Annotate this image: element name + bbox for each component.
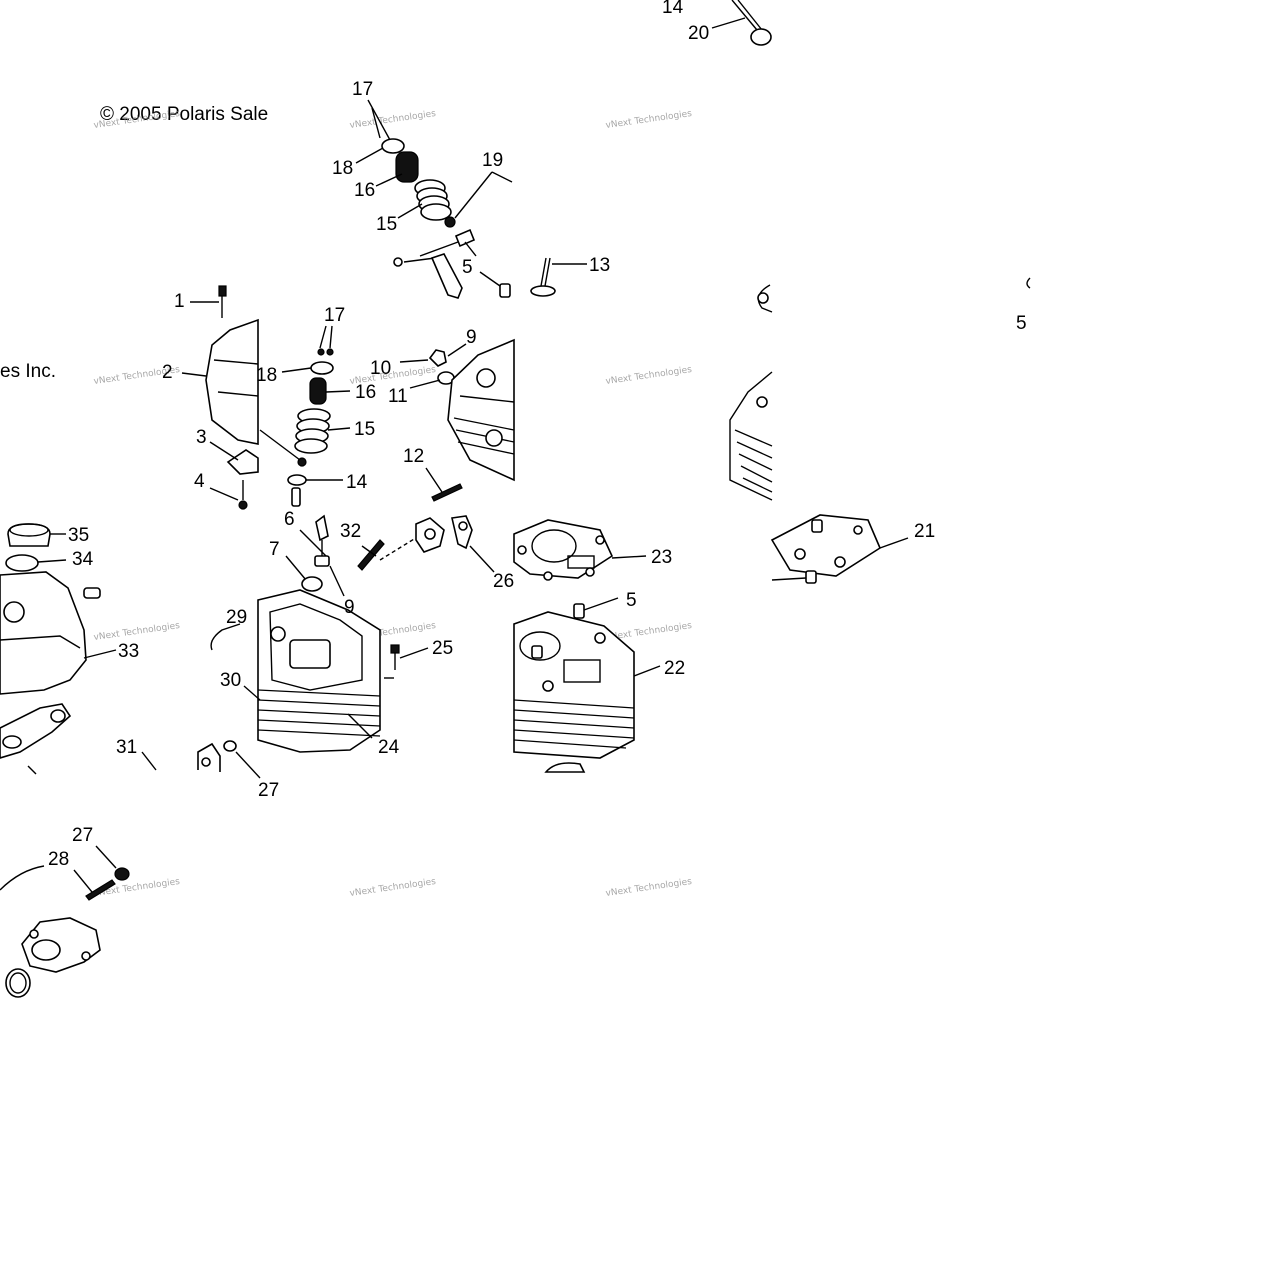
callout-label: 22 xyxy=(664,658,685,679)
callout-label: 17 xyxy=(324,305,345,326)
right-fragment-cylinder xyxy=(729,371,773,501)
callout-label: 35 xyxy=(68,525,89,546)
callout-label: 29 xyxy=(226,607,247,628)
head-gasket xyxy=(513,519,647,619)
callout-label: 3 xyxy=(196,427,207,448)
callout-label: 34 xyxy=(72,549,94,570)
callout-label: 9 xyxy=(344,597,355,618)
side-cover xyxy=(0,523,117,775)
callout-label: 32 xyxy=(340,521,361,542)
callout-label: 14 xyxy=(346,472,368,493)
callout-label: 27 xyxy=(258,780,279,801)
callout-label: 23 xyxy=(651,547,672,568)
callout-label: 15 xyxy=(376,214,397,235)
callout-label: 16 xyxy=(355,382,376,403)
intake-bracket xyxy=(141,740,261,779)
callout-label: 21 xyxy=(914,521,935,542)
watermark: vNext Technologies xyxy=(605,877,693,899)
callout-label: 6 xyxy=(284,509,295,530)
callout-label: 5 xyxy=(626,590,637,611)
callout-label: 4 xyxy=(194,471,205,492)
callout-label: 28 xyxy=(48,849,69,870)
bolt xyxy=(384,644,429,679)
callout-label: 5 xyxy=(462,257,473,278)
watermark: vNext Technologies xyxy=(349,877,437,899)
callout-label: 11 xyxy=(388,386,408,407)
right-fragment-top xyxy=(757,277,1031,313)
cylinder-head-main xyxy=(210,589,381,753)
head-cover xyxy=(181,285,259,510)
callout-label: 14 xyxy=(662,0,684,18)
callout-label: 18 xyxy=(256,365,277,386)
upper-valve-assembly xyxy=(355,99,587,299)
callout-label: 15 xyxy=(354,419,375,440)
callout-label: 12 xyxy=(403,446,424,467)
lower-middle-parts xyxy=(285,514,495,597)
callout-label: 25 xyxy=(432,638,453,659)
callout-label: 1 xyxy=(174,291,185,312)
callout-label: 19 xyxy=(482,150,503,171)
middle-valve-assembly xyxy=(259,325,351,507)
watermark: vNext Technologies xyxy=(93,621,181,643)
callout-label: 2 xyxy=(162,362,173,383)
callout-label: 26 xyxy=(493,571,514,592)
cylinder-head-upper xyxy=(399,338,515,482)
cylinder-block xyxy=(513,611,661,773)
callout-label: 9 xyxy=(466,327,477,348)
callout-label: 27 xyxy=(72,825,93,846)
copyright-line2: es Inc. xyxy=(0,361,56,382)
callout-label: 18 xyxy=(332,158,353,179)
callout-label: 7 xyxy=(269,539,280,560)
watermark: vNext Technologies xyxy=(605,109,693,131)
callout-label: 31 xyxy=(116,737,137,758)
callout-label: 13 xyxy=(589,255,610,276)
callout-label: 33 xyxy=(118,641,139,662)
stud xyxy=(425,467,463,502)
callout-label: 30 xyxy=(220,670,241,691)
callout-label: 20 xyxy=(688,23,709,44)
callout-label: 16 xyxy=(354,180,375,201)
callout-labels: 14 20 17 18 16 15 19 13 5 1 2 3 4 17 18 … xyxy=(48,0,1027,870)
valve-top-fragment xyxy=(711,0,772,46)
watermark: vNext Technologies xyxy=(605,365,693,387)
callout-label: 10 xyxy=(370,358,391,379)
copyright-line1: © 2005 Polaris Sale xyxy=(100,104,268,125)
watermark: vNext Technologies xyxy=(349,109,437,131)
callout-label: 17 xyxy=(352,79,373,100)
callout-label: 5 xyxy=(1016,313,1027,334)
callout-label: 24 xyxy=(378,737,400,758)
intake-flange xyxy=(0,845,130,998)
base-gasket xyxy=(770,514,909,584)
